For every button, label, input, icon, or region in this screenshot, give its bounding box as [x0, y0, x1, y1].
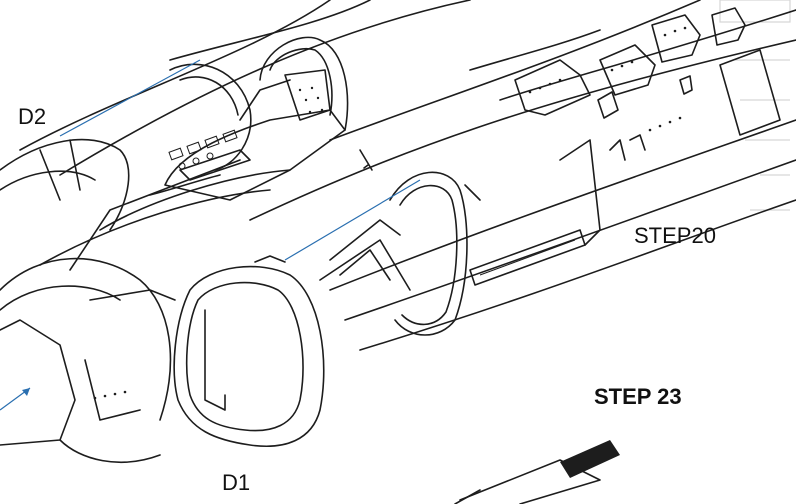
leader-lines: [0, 59, 421, 411]
access-hatches: [514, 7, 781, 161]
part-label-d1: D1: [222, 470, 251, 495]
intake-left-ring: [0, 257, 176, 463]
part-label-d2: D2: [18, 104, 47, 129]
cockpit-area: [39, 36, 349, 271]
intake-d2-part: [0, 63, 252, 231]
next-step-part: [454, 440, 620, 504]
intake-right: [319, 139, 601, 336]
step-label-20: STEP20: [634, 223, 716, 248]
reverse-page-ghost: [719, 0, 791, 211]
intake-cover-d1-part: [173, 255, 325, 447]
fuselage-outline: [19, 0, 796, 351]
step-heading-23: STEP 23: [594, 384, 682, 409]
